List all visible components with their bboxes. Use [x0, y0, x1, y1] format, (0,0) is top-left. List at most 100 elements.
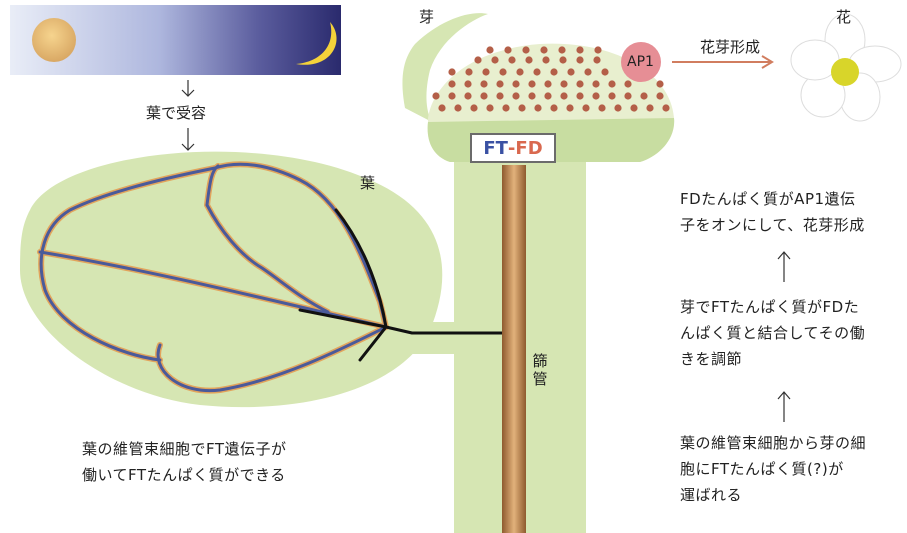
step2-note: 芽でFTたんぱく質がFDた んぱく質と結合してその働 きを調節 — [680, 294, 865, 372]
cell-dot — [432, 92, 440, 100]
cell-dot — [592, 80, 600, 88]
cell-dot — [512, 92, 520, 100]
cell-dot — [544, 92, 552, 100]
step3-line: 葉の維管束細胞から芽の細 — [680, 434, 867, 452]
cell-dot — [593, 56, 601, 64]
cell-dot — [630, 104, 638, 112]
cell-dot — [656, 80, 664, 88]
flower-bud-formation-label: 花芽形成 — [700, 38, 761, 56]
cell-dot — [522, 46, 530, 54]
cell-dot — [502, 104, 510, 112]
cell-dot — [528, 80, 536, 88]
step2-line: んぱく質と結合してその働 — [680, 324, 866, 342]
cell-dot — [560, 92, 568, 100]
cell-dot — [582, 104, 590, 112]
cell-dot — [656, 92, 664, 100]
cell-dot — [528, 92, 536, 100]
cell-dot — [640, 92, 648, 100]
step3-line: 胞にFTたんぱく質(?)が — [680, 460, 844, 478]
cell-dot — [516, 68, 524, 76]
cell-dot — [558, 46, 566, 54]
cell-dot — [474, 56, 482, 64]
cell-dot — [504, 46, 512, 54]
leaf-note-line: 葉の維管束細胞でFT遺伝子が — [82, 440, 287, 458]
cell-dot — [486, 46, 494, 54]
leaf-note-line: 働いてFTたんぱく質ができる — [82, 466, 286, 484]
flower-icon — [790, 13, 902, 122]
cell-dot — [550, 68, 558, 76]
cell-dot — [496, 92, 504, 100]
cell-dot — [566, 104, 574, 112]
cell-dot — [438, 104, 446, 112]
cell-dot — [662, 104, 670, 112]
dash-label: - — [507, 137, 516, 159]
ft-label: FT — [483, 137, 508, 159]
step1-line: FDたんぱく質がAP1遺伝 — [680, 190, 856, 208]
cell-dot — [559, 56, 567, 64]
bud-label: 芽 — [419, 8, 435, 26]
step1-note: FDたんぱく質がAP1遺伝 子をオンにして、花芽形成 — [680, 186, 865, 238]
cell-dot — [544, 80, 552, 88]
cell-dot — [614, 104, 622, 112]
cell-dot — [646, 104, 654, 112]
cell-dot — [540, 46, 548, 54]
cell-dot — [518, 104, 526, 112]
ap1-circle — [621, 42, 661, 82]
cell-dot — [464, 92, 472, 100]
sun-icon — [32, 18, 76, 62]
cell-dot — [508, 56, 516, 64]
fd-label: FD — [515, 137, 543, 159]
cell-dot — [480, 80, 488, 88]
cell-dot — [534, 104, 542, 112]
moon-icon — [296, 22, 337, 65]
cell-dot — [608, 80, 616, 88]
arrow-sky-to-leaf — [181, 80, 195, 151]
cell-dot — [542, 56, 550, 64]
cell-dot — [592, 92, 600, 100]
cell-dot — [496, 80, 504, 88]
cell-dot — [608, 92, 616, 100]
phloem-tube — [502, 165, 526, 533]
cell-dot — [448, 92, 456, 100]
step2-line: 芽でFTたんぱく質がFDた — [680, 298, 860, 316]
flower-label: 花 — [836, 8, 852, 26]
cell-dot — [576, 46, 584, 54]
ft-fd-complex-label: FT-FD — [470, 133, 556, 163]
cell-dot — [576, 80, 584, 88]
bud-cell-dots — [432, 46, 670, 112]
step2-line: きを調節 — [680, 350, 743, 368]
phloem-label: 篩管 — [532, 352, 548, 388]
step3-note: 葉の維管束細胞から芽の細 胞にFTたんぱく質(?)が 運ばれる — [680, 430, 866, 508]
cell-dot — [454, 104, 462, 112]
cell-dot — [550, 104, 558, 112]
cell-dot — [482, 68, 490, 76]
leaf-label: 葉 — [360, 174, 376, 192]
cell-dot — [470, 104, 478, 112]
leaf-note: 葉の維管束細胞でFT遺伝子が 働いてFTたんぱく質ができる — [82, 436, 287, 488]
cell-dot — [525, 56, 533, 64]
cell-dot — [594, 46, 602, 54]
cell-dot — [624, 92, 632, 100]
cell-dot — [567, 68, 575, 76]
cell-dot — [464, 80, 472, 88]
leaf-veins — [37, 161, 522, 394]
step-arrows — [777, 251, 791, 422]
cell-dot — [465, 68, 473, 76]
arrow-to-flower — [672, 55, 774, 69]
cell-dot — [584, 68, 592, 76]
ap1-label: AP1 — [627, 54, 654, 70]
cell-dot — [576, 56, 584, 64]
cell-dot — [560, 80, 568, 88]
cell-dot — [448, 68, 456, 76]
cell-dot — [601, 68, 609, 76]
receive-label: 葉で受容 — [146, 104, 207, 122]
cell-dot — [512, 80, 520, 88]
cell-dot — [598, 104, 606, 112]
cell-dot — [491, 56, 499, 64]
cell-dot — [624, 80, 632, 88]
step1-line: 子をオンにして、花芽形成 — [680, 216, 865, 234]
cell-dot — [486, 104, 494, 112]
cell-dot — [499, 68, 507, 76]
leaf — [20, 151, 457, 408]
